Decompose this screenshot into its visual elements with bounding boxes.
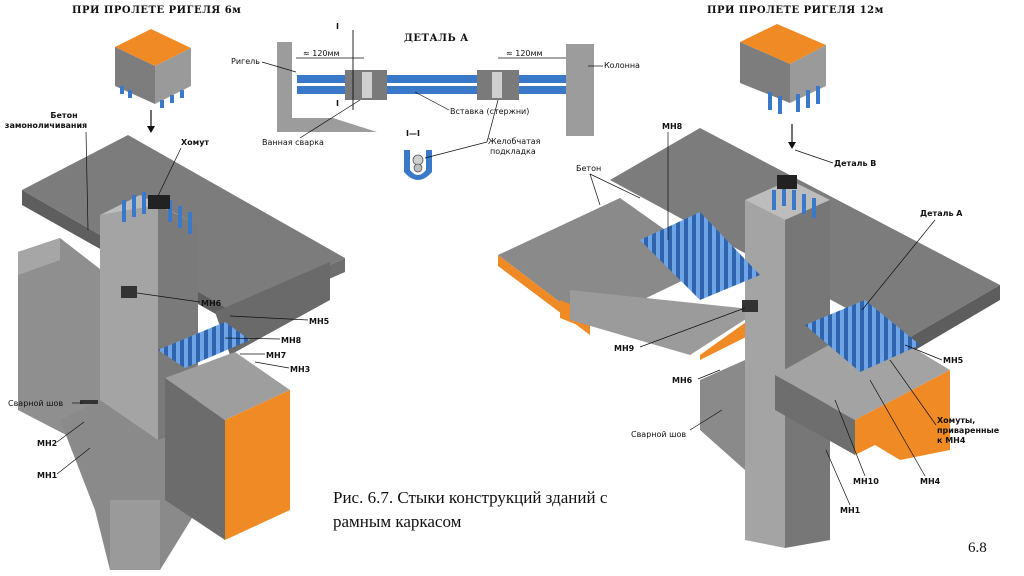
label-rigel: Ригель: [231, 57, 260, 66]
label-mn8: МН8: [281, 336, 302, 345]
figure-caption: Рис. 6.7. Стыки конструкций зданий с рам…: [333, 486, 663, 534]
label-r-mn6: МН6: [672, 376, 693, 385]
section-mark-bottom: I: [336, 99, 339, 108]
left-down-arrow: [147, 110, 155, 133]
right-down-arrow: [788, 124, 796, 149]
detail-a-drawing: ДЕТАЛЬ А ≈ 120мм ≈ 120мм I I Ригель Коло…: [231, 22, 640, 180]
label-khomuty-3: к МН4: [937, 436, 966, 445]
left-labels: Бетон замоноличивания Хомут МН6 МН5 МН8 …: [5, 111, 330, 480]
label-beton: Бетон: [50, 111, 77, 120]
label-mn2: МН2: [37, 439, 57, 448]
label-r-mn1: МН1: [840, 506, 861, 515]
label-r-mn5: МН5: [943, 356, 964, 365]
title-right: ПРИ ПРОЛЕТЕ РИГЕЛЯ 12м: [707, 5, 884, 16]
label-detail-a: Деталь А: [920, 209, 963, 218]
section-title: I—I: [406, 129, 420, 138]
label-gutter-1: Желобчатая: [488, 137, 541, 146]
title-left: ПРИ ПРОЛЕТЕ РИГЕЛЯ 6м: [72, 5, 241, 16]
label-insert: Вставка (стержни): [450, 107, 529, 116]
label-detail-v: Деталь В: [834, 159, 876, 168]
label-khomuty-2: приваренные: [937, 426, 1000, 435]
caption-line-2: рамным каркасом: [333, 512, 462, 531]
label-r-mn8: МН8: [662, 122, 683, 131]
label-beton-2: замоноличивания: [5, 121, 87, 130]
label-column: Колонна: [604, 61, 640, 70]
left-joint-assembly: [18, 135, 345, 570]
label-bath-weld: Ванная сварка: [262, 138, 324, 147]
right-joint-assembly: [498, 128, 1000, 548]
label-r-weld: Сварной шов: [631, 430, 686, 439]
caption-line-1: Рис. 6.7. Стыки конструкций зданий с: [333, 488, 608, 507]
label-mn6: МН6: [201, 299, 222, 308]
label-khomut: Хомут: [181, 138, 209, 147]
left-column-cap-block: [115, 29, 191, 108]
dim-left: ≈ 120мм: [303, 49, 340, 58]
label-r-mn9: МН9: [614, 344, 635, 353]
label-r-beton: Бетон: [576, 164, 601, 173]
label-mn7: МН7: [266, 351, 286, 360]
dim-right: ≈ 120мм: [506, 49, 543, 58]
label-r-mn4: МН4: [920, 477, 941, 486]
label-mn3: МН3: [290, 365, 310, 374]
label-gutter-2: подкладка: [490, 147, 536, 156]
label-mn10: МН10: [853, 477, 879, 486]
section-mark-top: I: [336, 22, 339, 31]
page-number: 6.8: [968, 540, 987, 556]
detail-title: ДЕТАЛЬ А: [404, 33, 469, 44]
right-labels: МН8 Бетон Деталь В Деталь А МН9 МН6 МН5 …: [576, 122, 1000, 515]
label-mn1: МН1: [37, 471, 58, 480]
label-weld: Сварной шов: [8, 399, 63, 408]
right-column-cap-block: [740, 24, 826, 114]
label-khomuty-1: Хомуты,: [937, 416, 975, 425]
label-mn5: МН5: [309, 317, 330, 326]
